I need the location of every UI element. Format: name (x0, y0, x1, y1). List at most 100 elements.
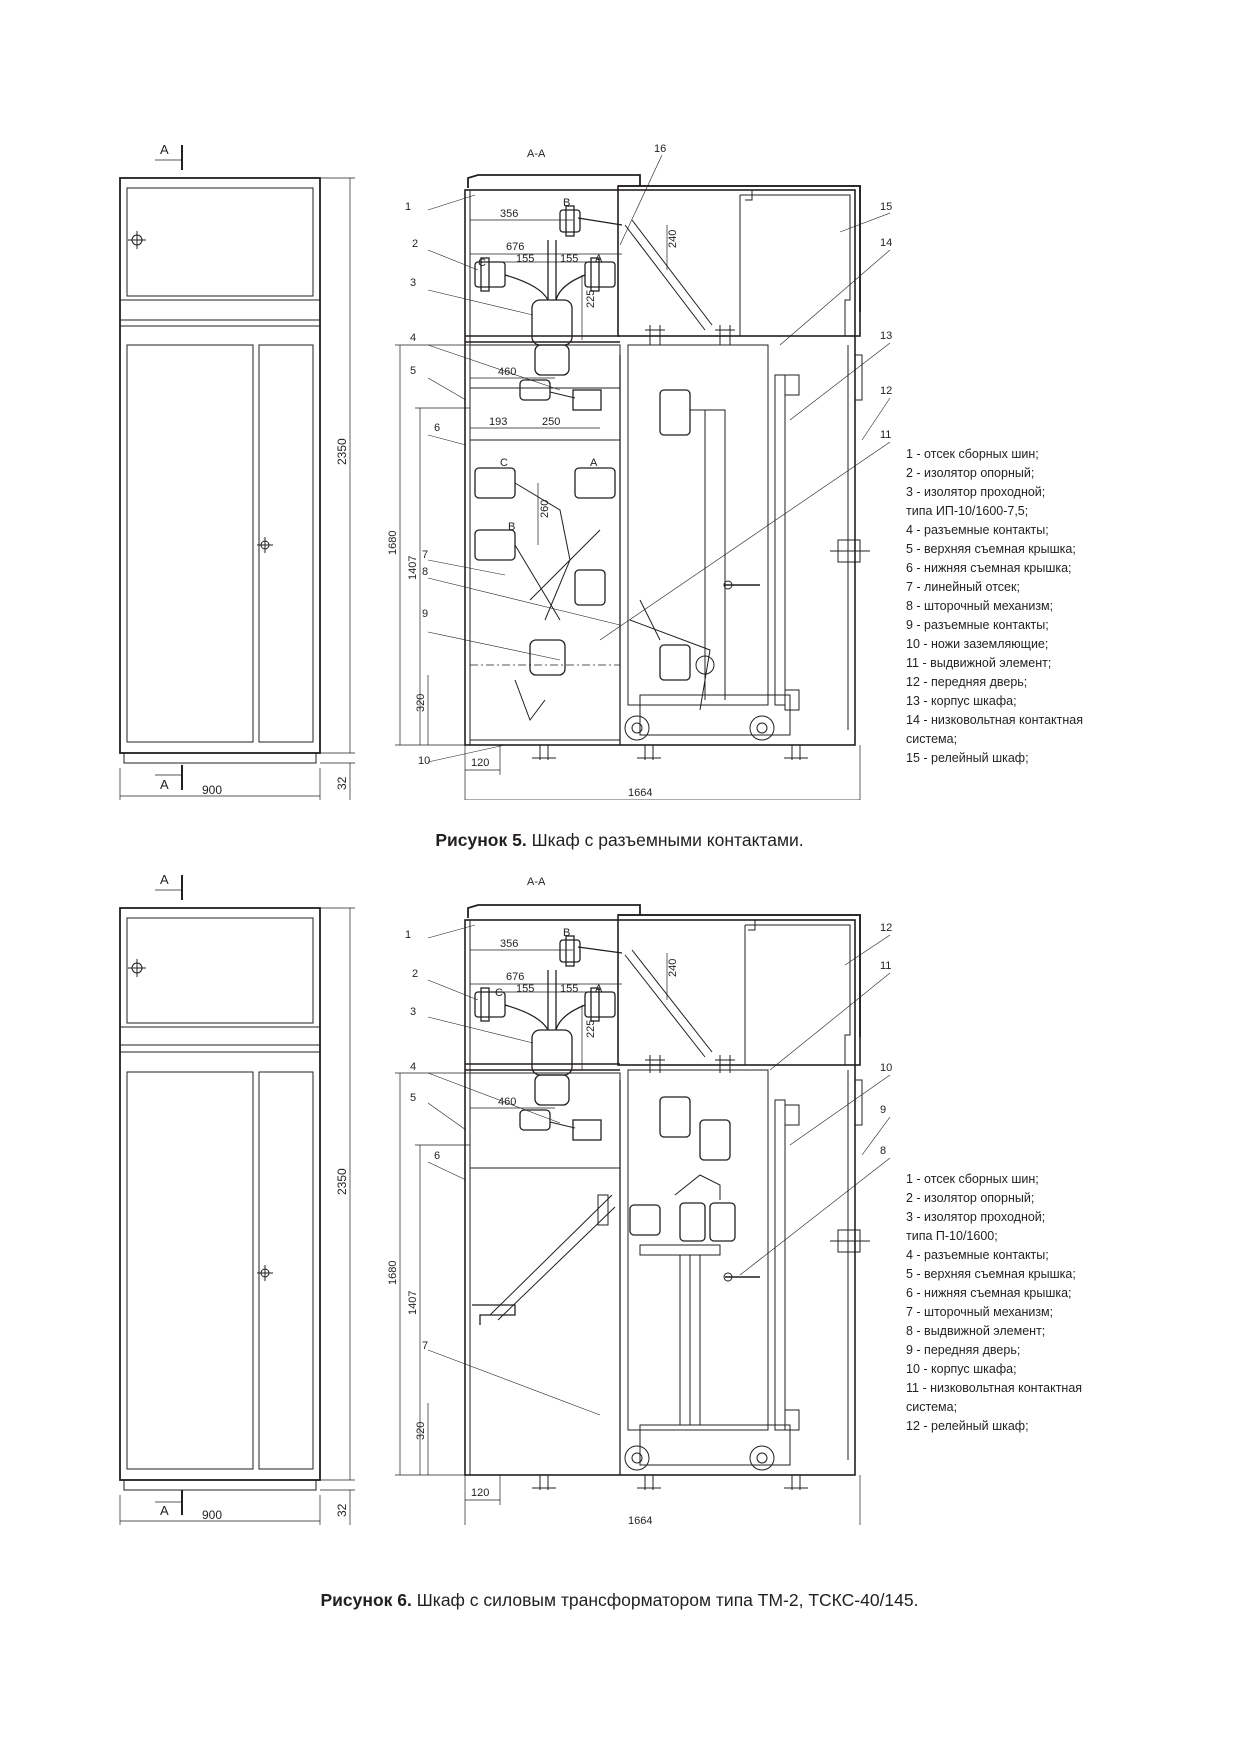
dim-320: 320 (415, 1422, 427, 1440)
callout-11: 11 (880, 960, 891, 972)
callout-4: 4 (410, 332, 416, 344)
callout-5: 5 (410, 365, 416, 377)
dim-120: 120 (471, 1487, 489, 1499)
phase-c-line: C (500, 457, 508, 469)
callout-15: 15 (880, 201, 892, 213)
callout-6: 6 (434, 1150, 440, 1162)
dim-240: 240 (667, 959, 679, 977)
phase-c-top: C (495, 987, 503, 999)
dim-356: 356 (500, 208, 518, 220)
callout-13: 13 (880, 330, 892, 342)
callout-9: 9 (880, 1104, 886, 1116)
dim-460: 460 (498, 366, 516, 378)
legend-item: 4 - разъемные контакты; (906, 523, 1049, 537)
phase-a-top: A (595, 983, 603, 995)
callout-10: 10 (880, 1062, 892, 1074)
dim-155-left: 155 (516, 253, 534, 265)
dim-1680: 1680 (387, 1261, 399, 1285)
legend-item: типа П-10/1600; (906, 1229, 998, 1243)
legend-item: 6 - нижняя съемная крышка; (906, 1286, 1072, 1300)
callout-7: 7 (422, 549, 428, 561)
legend-item: 12 - релейный шкаф; (906, 1419, 1029, 1433)
callout-1: 1 (405, 201, 411, 213)
dim-320: 320 (415, 694, 427, 712)
section-title: А-А (527, 148, 546, 160)
callout-2: 2 (412, 968, 418, 980)
phase-c-top: C (478, 257, 486, 269)
section-mark-bottom: A (160, 777, 169, 792)
dim-155-right: 155 (560, 253, 578, 265)
dim-460: 460 (498, 1096, 516, 1108)
dim-356: 356 (500, 938, 518, 950)
section-view (395, 154, 891, 800)
legend-item: 8 - выдвижной элемент; (906, 1324, 1046, 1338)
dim-240: 240 (667, 230, 679, 248)
dim-250: 250 (542, 416, 560, 428)
phase-a-top: A (595, 253, 603, 265)
section-mark-bottom: A (160, 1503, 169, 1518)
dim-676: 676 (506, 241, 524, 253)
dim-1664: 1664 (628, 1515, 652, 1525)
callout-3: 3 (410, 1006, 416, 1018)
dim-260: 260 (539, 500, 551, 518)
section-title: А-А (527, 876, 546, 888)
dim-676: 676 (506, 971, 524, 983)
figure-5-caption: Рисунок 5. Шкаф с разъемными контактами. (0, 830, 1239, 851)
callout-16: 16 (654, 143, 666, 155)
phase-b-top: B (563, 197, 570, 209)
legend-item: 10 - корпус шкафа; (906, 1362, 1017, 1376)
dim-120: 120 (471, 757, 489, 769)
phase-a-line: A (590, 457, 598, 469)
callout-14: 14 (880, 237, 892, 249)
legend-item: 3 - изолятор проходной; (906, 1210, 1046, 1224)
callout-11: 11 (880, 429, 891, 441)
caption-label: Рисунок 5. (435, 830, 527, 850)
figure-6-legend: 1 - отсек сборных шин; 2 - изолятор опор… (906, 1170, 1082, 1436)
legend-item: система; (906, 1400, 958, 1414)
legend-item: 12 - передняя дверь; (906, 675, 1028, 689)
dim-193: 193 (489, 416, 507, 428)
legend-item: 3 - изолятор проходной; (906, 485, 1046, 499)
dim-2350: 2350 (335, 1168, 349, 1195)
legend-item: 4 - разъемные контакты; (906, 1248, 1049, 1262)
dim-1664: 1664 (628, 787, 652, 799)
callout-1: 1 (405, 929, 411, 941)
figure-6-caption: Рисунок 6. Шкаф с силовым трансформаторо… (0, 1590, 1239, 1611)
legend-item: 2 - изолятор опорный; (906, 466, 1035, 480)
figure-5-legend: 1 - отсек сборных шин; 2 - изолятор опор… (906, 445, 1083, 768)
dim-1407: 1407 (407, 556, 419, 580)
callout-12: 12 (880, 385, 892, 397)
legend-item: 6 - нижняя съемная крышка; (906, 561, 1072, 575)
figure-5-drawing: A A 2350 32 900 (119, 142, 892, 800)
legend-item: 14 - низковольтная контактная (906, 713, 1083, 727)
dim-225: 225 (585, 1020, 597, 1038)
legend-item: 11 - низковольтная контактная (906, 1381, 1083, 1395)
legend-item: 11 - выдвижной элемент; (906, 656, 1052, 670)
dim-900: 900 (202, 783, 222, 797)
caption-text: Шкаф с разъемными контактами. (526, 830, 804, 850)
dim-32: 32 (335, 776, 349, 790)
caption-label: Рисунок 6. (320, 1590, 412, 1610)
legend-item: 5 - верхняя съемная крышка; (906, 542, 1076, 556)
legend-item: 8 - шторочный механизм; (906, 599, 1054, 613)
legend-item: 9 - передняя дверь; (906, 1343, 1021, 1357)
legend-item: типа ИП-10/1600-7,5; (906, 504, 1029, 518)
legend-item: 2 - изолятор опорный; (906, 1191, 1035, 1205)
legend-item: 7 - шторочный механизм; (906, 1305, 1054, 1319)
dim-1407: 1407 (407, 1291, 419, 1315)
phase-b-top: B (563, 927, 570, 939)
dim-155-left: 155 (516, 983, 534, 995)
callout-8: 8 (422, 566, 428, 578)
callout-4: 4 (410, 1061, 416, 1073)
legend-item: 13 - корпус шкафа; (906, 694, 1017, 708)
legend-item: 9 - разъемные контакты; (906, 618, 1049, 632)
caption-text: Шкаф с силовым трансформатором типа ТМ-2… (411, 1590, 919, 1610)
front-view (119, 145, 355, 800)
legend-item: 7 - линейный отсек; (906, 580, 1020, 594)
callout-3: 3 (410, 277, 416, 289)
legend-item: 1 - отсек сборных шин; (906, 1172, 1039, 1186)
callout-12: 12 (880, 922, 892, 934)
dim-2350: 2350 (335, 438, 349, 465)
callout-5: 5 (410, 1092, 416, 1104)
dim-225: 225 (585, 290, 597, 308)
